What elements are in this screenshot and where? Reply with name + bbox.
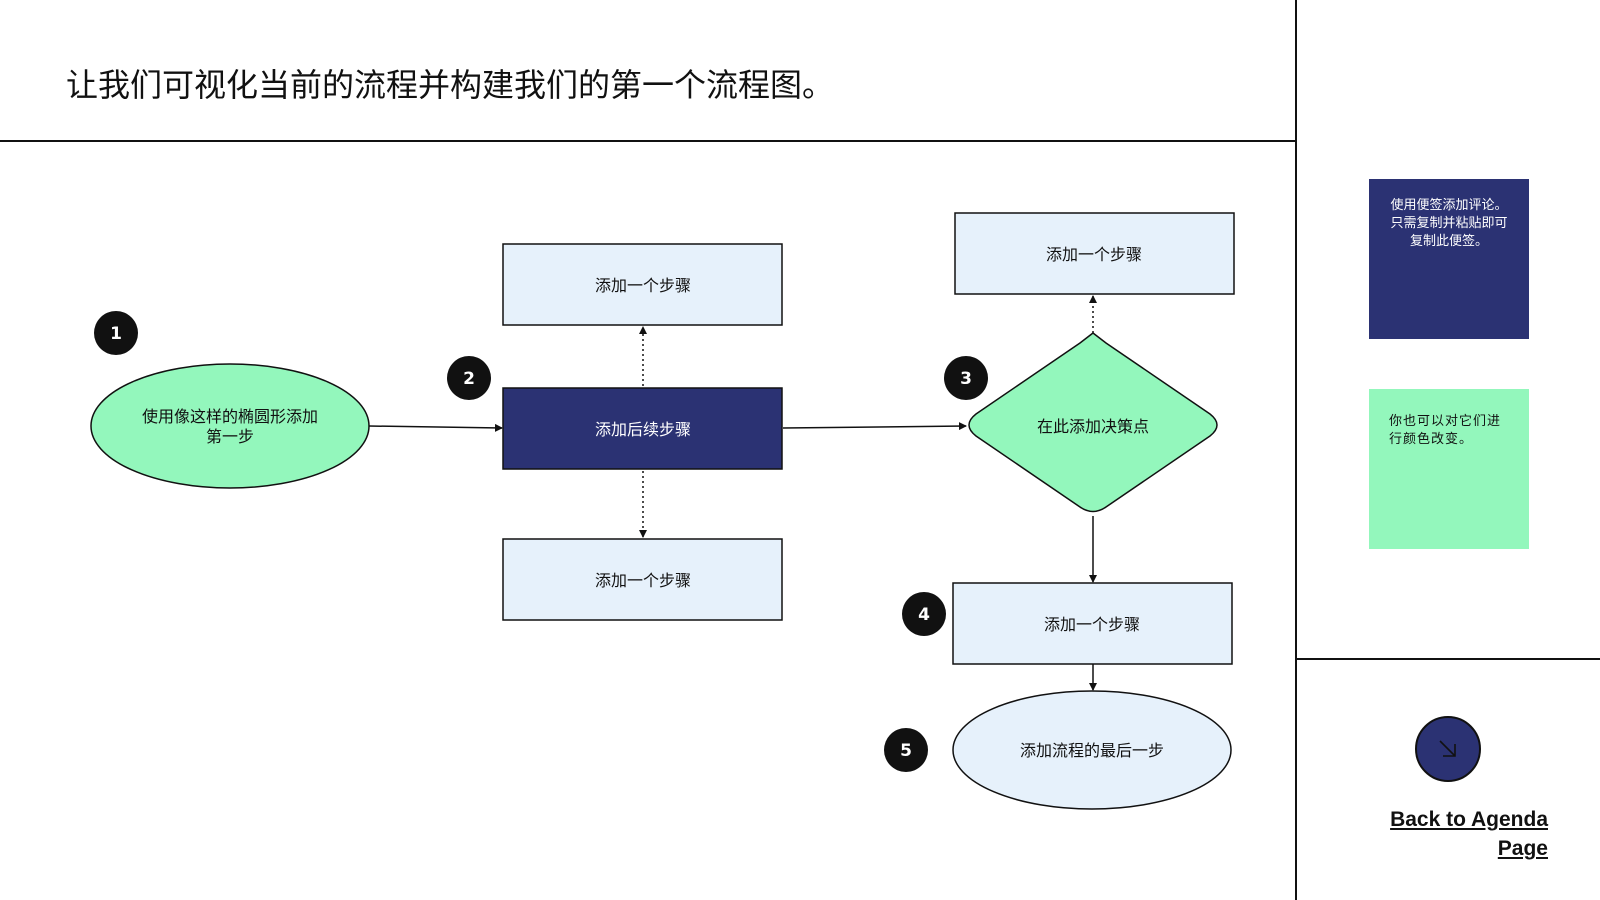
svg-text:5: 5 xyxy=(900,741,912,761)
svg-text:4: 4 xyxy=(918,605,930,625)
page-title: 让我们可视化当前的流程并构建我们的第一个流程图。 xyxy=(66,66,835,104)
node-step-main[interactable]: 添加后续步骤 xyxy=(502,387,783,470)
node-step-four-label: 添加一个步骤 xyxy=(1044,615,1140,634)
node-step-top[interactable]: 添加一个步骤 xyxy=(502,243,783,326)
step-badge-2: 2 xyxy=(447,356,491,400)
sticky-note-green-line2: 行颜色改变。 xyxy=(1389,432,1474,447)
back-to-agenda-link-line1: Back to Agenda xyxy=(1390,808,1548,831)
svg-text:3: 3 xyxy=(960,369,972,389)
node-start-ellipse[interactable]: 使用像这样的椭圆形添加 第一步 xyxy=(90,363,370,489)
node-step-main-label: 添加后续步骤 xyxy=(595,420,691,439)
node-decision-top-label: 添加一个步骤 xyxy=(1046,245,1142,264)
node-step-top-label: 添加一个步骤 xyxy=(595,276,691,295)
step-badge-4: 4 xyxy=(902,592,946,636)
arrow-down-right-icon xyxy=(1439,740,1456,757)
node-step-bottom[interactable]: 添加一个步骤 xyxy=(502,538,783,621)
node-end-ellipse[interactable]: 添加流程的最后一步 xyxy=(952,690,1232,810)
sticky-note-blue[interactable]: 使用便签添加评论。 只需复制并粘贴即可 复制此便签。 xyxy=(1369,179,1529,339)
node-decision-label: 在此添加决策点 xyxy=(1037,417,1149,436)
back-to-agenda-link-line2: Page xyxy=(1497,837,1548,860)
node-step-four[interactable]: 添加一个步骤 xyxy=(952,582,1233,665)
back-to-agenda-button[interactable] xyxy=(1415,716,1481,782)
node-decision-top[interactable]: 添加一个步骤 xyxy=(954,212,1235,295)
back-to-agenda-link[interactable]: Back to Agenda Page xyxy=(1368,805,1548,863)
step-badge-3: 3 xyxy=(944,356,988,400)
step-badge-5: 5 xyxy=(884,728,928,772)
connector-start-to-main xyxy=(368,423,503,432)
node-start-label-line2: 第一步 xyxy=(206,427,254,446)
sticky-note-green[interactable]: 你也可以对它们进 行颜色改变。 xyxy=(1369,389,1529,549)
sticky-note-blue-line3: 复制此便签。 xyxy=(1409,234,1488,249)
node-end-label: 添加流程的最后一步 xyxy=(1020,741,1164,760)
node-start-label-line1: 使用像这样的椭圆形添加 xyxy=(142,407,318,426)
sidebar-divider xyxy=(1295,0,1297,900)
svg-text:1: 1 xyxy=(110,324,122,344)
header-divider xyxy=(0,140,1295,142)
sidebar-bottom-divider xyxy=(1295,658,1600,660)
flowchart-canvas: 使用像这样的椭圆形添加 第一步 添加一个步骤 添加后续步骤 添加一个步骤 在此添… xyxy=(90,212,1235,810)
svg-text:2: 2 xyxy=(463,369,475,389)
node-step-bottom-label: 添加一个步骤 xyxy=(595,571,691,590)
node-decision[interactable]: 在此添加决策点 xyxy=(968,332,1218,513)
step-badge-1: 1 xyxy=(94,311,138,355)
connector-main-to-decision xyxy=(782,422,967,431)
sticky-note-blue-line1: 使用便签添加评论。 xyxy=(1390,198,1508,213)
sticky-note-green-line1: 你也可以对它们进 xyxy=(1389,414,1502,429)
sticky-note-blue-line2: 只需复制并粘贴即可 xyxy=(1390,216,1508,231)
